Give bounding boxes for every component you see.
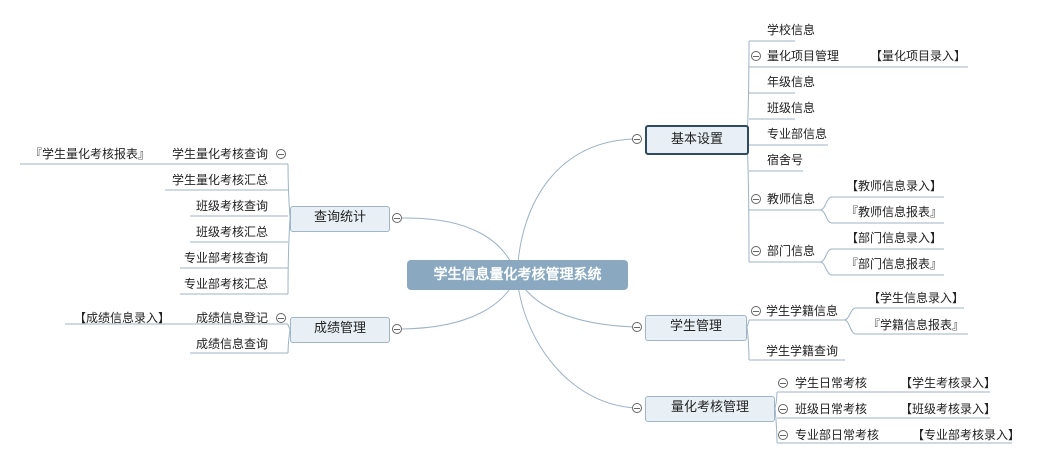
node-teacher-info-entry[interactable]: 【教师信息录入】 [846,179,943,193]
branch-query-statistics[interactable]: 查询统计 [290,206,390,232]
node-class-info[interactable]: 班级信息 [767,101,816,115]
node-dept-daily-assessment[interactable]: 专业部日常考核 [795,428,880,442]
node-student-quant-query[interactable]: 学生量化考核查询 [171,147,268,161]
root-node[interactable]: 学生信息量化考核管理系统 [407,260,628,290]
collapse-score-management-icon[interactable] [392,324,402,334]
collapse-query-statistics-icon[interactable] [392,213,402,223]
branch-score-management[interactable]: 成绩管理 [290,317,390,343]
node-grade-info[interactable]: 年级信息 [767,75,816,89]
connector-teacher-children [819,196,944,224]
connector-query-children [20,163,291,295]
node-dorm-number[interactable]: 宿舍号 [767,153,804,167]
collapse-score-register-icon[interactable] [276,313,286,323]
collapse-dept-info-icon[interactable] [751,246,761,256]
node-dept-info[interactable]: 部门信息 [767,244,816,258]
node-enrollment-report[interactable]: 『学籍信息报表』 [868,318,965,332]
connector-student-info-children [843,307,968,335]
node-score-register[interactable]: 成绩信息登记 [195,311,268,325]
collapse-quant-management-icon[interactable] [632,403,642,413]
connector-root-quant [516,275,637,409]
connector-basic-children [746,40,862,263]
node-student-assessment-entry[interactable]: 【学生考核录入】 [900,376,997,390]
collapse-basic-settings-icon[interactable] [632,134,642,144]
connector-root-basic [516,138,637,277]
node-student-quant-summary[interactable]: 学生量化考核汇总 [171,173,268,187]
node-department-info[interactable]: 专业部信息 [767,127,828,141]
node-student-quant-report[interactable]: 『学生量化考核报表』 [30,147,151,161]
node-student-daily-assessment[interactable]: 学生日常考核 [795,376,868,390]
collapse-student-quant-query-icon[interactable] [276,149,286,159]
node-school-info[interactable]: 学校信息 [767,23,816,37]
branch-student-management[interactable]: 学生管理 [645,315,747,341]
node-quant-item-entry[interactable]: 【量化项目录入】 [870,49,967,63]
node-student-info-entry[interactable]: 【学生信息录入】 [868,291,965,305]
node-student-enrollment-info[interactable]: 学生学籍信息 [766,304,839,318]
connector-student-children [746,319,845,361]
node-teacher-info-report[interactable]: 『教师信息报表』 [846,205,943,219]
connector-dept-children [819,248,944,276]
connector-quant-children [774,391,1012,444]
branch-quant-management[interactable]: 量化考核管理 [645,396,775,422]
node-dept-info-report[interactable]: 『部门信息报表』 [846,257,943,271]
node-dept-assessment-entry[interactable]: 【专业部考核录入】 [912,428,1021,442]
collapse-dept-daily-icon[interactable] [778,430,788,440]
node-dept-assessment-query[interactable]: 专业部考核查询 [183,251,268,265]
node-class-assessment-entry[interactable]: 【班级考核录入】 [900,402,997,416]
node-dept-assessment-summary[interactable]: 专业部考核汇总 [183,277,268,291]
collapse-student-daily-icon[interactable] [778,378,788,388]
branch-basic-settings[interactable]: 基本设置 [645,125,749,155]
collapse-class-daily-icon[interactable] [778,404,788,414]
node-quant-item-management[interactable]: 量化项目管理 [767,49,840,63]
node-dept-info-entry[interactable]: 【部门信息录入】 [846,231,943,245]
collapse-student-enrollment-icon[interactable] [751,306,761,316]
collapse-quant-item-icon[interactable] [751,51,761,61]
node-class-daily-assessment[interactable]: 班级日常考核 [795,402,868,416]
connector-score-children [65,323,291,354]
node-student-enrollment-query[interactable]: 学生学籍查询 [766,344,839,358]
collapse-teacher-info-icon[interactable] [751,194,761,204]
node-class-assessment-summary[interactable]: 班级考核汇总 [195,225,268,239]
node-score-entry[interactable]: 【成绩信息录入】 [74,311,171,325]
node-teacher-info[interactable]: 教师信息 [767,192,816,206]
node-score-query[interactable]: 成绩信息查询 [195,337,268,351]
collapse-student-management-icon[interactable] [632,322,642,332]
node-class-assessment-query[interactable]: 班级考核查询 [195,199,268,213]
